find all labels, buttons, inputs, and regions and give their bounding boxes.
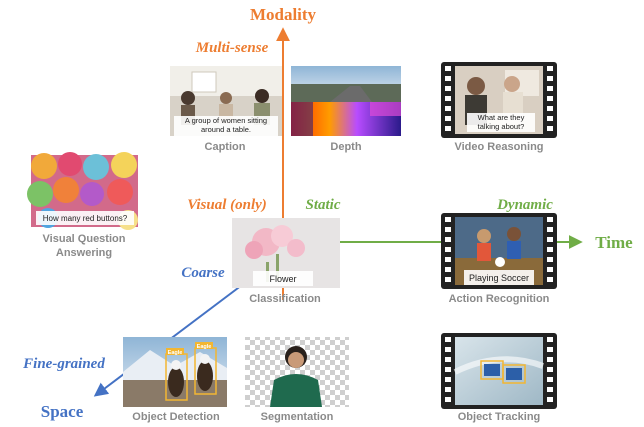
object-detection-thumbnail: Eagle Eagle [123, 337, 227, 407]
detection-tag-2: Eagle [197, 344, 212, 350]
time-axis-title: Time [595, 233, 633, 252]
time-right-note: Dynamic [496, 197, 553, 213]
detection-tag-1: Eagle [168, 350, 183, 356]
vqa-thumbnail: How many red buttons? [27, 152, 138, 230]
space-upper-note: Coarse [181, 265, 225, 281]
vqa-label-line2: Answering [56, 247, 112, 259]
segmentation-label: Segmentation [261, 411, 334, 423]
video-reasoning-label: Video Reasoning [454, 141, 543, 153]
classification-thumbnail: Flower [232, 218, 340, 288]
action-recognition-filmstrip: Playing Soccer [441, 213, 557, 289]
space-lower-note: Fine-grained [22, 356, 105, 372]
caption-thumbnail: A group of women sitting around a table. [170, 66, 282, 136]
caption-label: Caption [205, 141, 246, 153]
depth-thumbnail [291, 66, 401, 136]
object-tracking-filmstrip [441, 333, 557, 409]
video-reasoning-filmstrip: What are they talking about? [441, 62, 557, 138]
space-axis-title: Space [41, 402, 84, 421]
modality-lower-note: Visual (only) [187, 197, 267, 213]
object-tracking-label: Object Tracking [458, 411, 541, 423]
action-recognition-label: Action Recognition [449, 293, 550, 305]
modality-axis-title: Modality [250, 5, 317, 24]
video-reasoning-overlay-text: What are they talking about? [477, 113, 525, 131]
classification-overlay-text: Flower [269, 274, 296, 284]
time-left-note: Static [305, 197, 340, 213]
action-recognition-overlay-text: Playing Soccer [469, 273, 529, 283]
vqa-label-line1: Visual Question [43, 233, 126, 245]
modality-upper-note: Multi-sense [195, 40, 269, 56]
depth-label: Depth [330, 141, 361, 153]
caption-overlay-text: A group of women sitting around a table. [184, 116, 268, 134]
object-detection-label: Object Detection [132, 411, 220, 423]
classification-label: Classification [249, 293, 321, 305]
segmentation-thumbnail [245, 337, 349, 407]
vqa-overlay-text: How many red buttons? [43, 214, 128, 223]
